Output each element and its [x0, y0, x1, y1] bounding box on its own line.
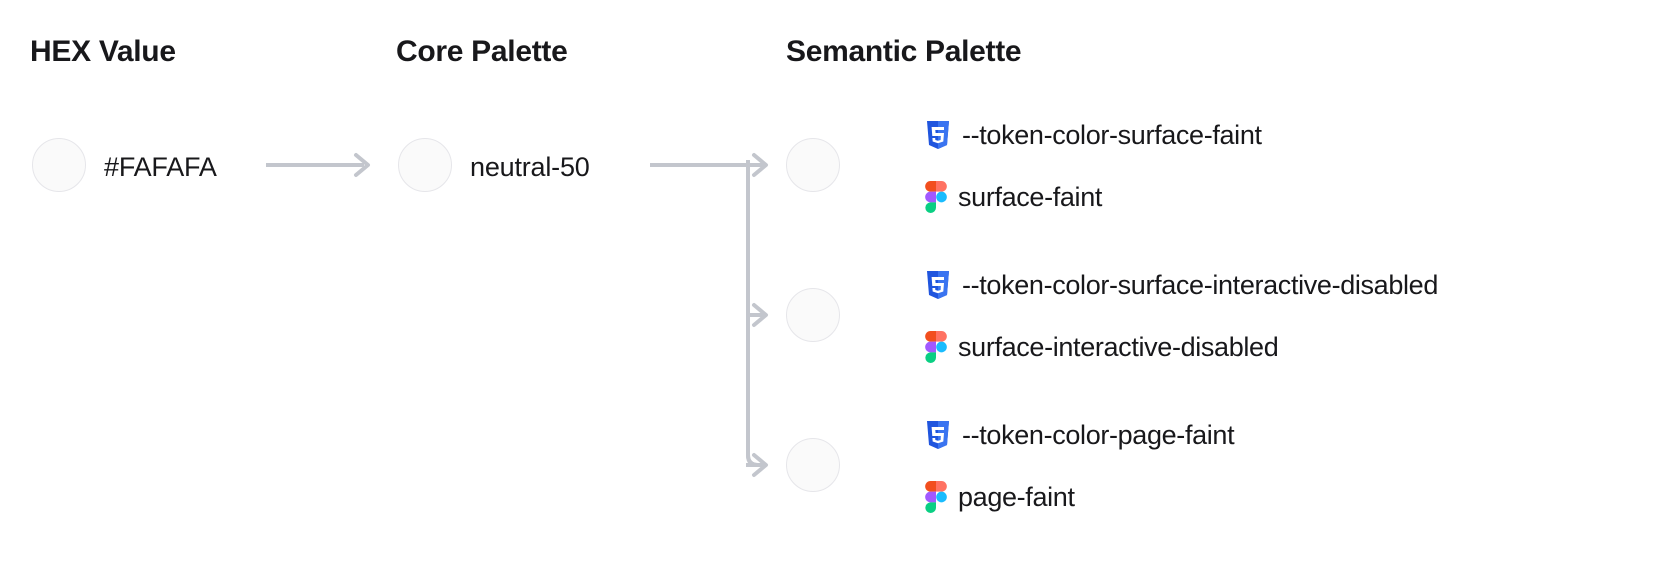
- css3-icon: [927, 271, 949, 299]
- semantic-figma-token-label-3: page-faint: [958, 481, 1075, 512]
- semantic-figma-token-label-2: surface-interactive-disabled: [958, 331, 1279, 362]
- column-heading-hex-value: HEX Value: [30, 35, 176, 68]
- semantic-swatch-surface-faint[interactable]: [786, 138, 840, 192]
- semantic-css-token-label-1: --token-color-surface-faint: [962, 119, 1262, 150]
- semantic-css-token-label-3: --token-color-page-faint: [962, 419, 1235, 450]
- figma-icon: [925, 481, 947, 513]
- figma-icon: [925, 331, 947, 363]
- branch-trunk: [746, 165, 760, 467]
- semantic-swatch-surface-interactive-disabled[interactable]: [786, 288, 840, 342]
- column-heading-core-palette: Core Palette: [396, 35, 568, 68]
- figma-icon: [925, 181, 947, 213]
- core-value-label: neutral-50: [470, 152, 590, 182]
- semantic-swatch-page-faint[interactable]: [786, 438, 840, 492]
- column-heading-semantic-palette: Semantic Palette: [786, 35, 1022, 68]
- semantic-css-token-label-2: --token-color-surface-interactive-disabl…: [962, 269, 1438, 300]
- css3-icon: [927, 121, 949, 149]
- semantic-figma-token-row-2[interactable]: surface-interactive-disabled: [925, 331, 1279, 363]
- branch-trunk-main: [746, 160, 760, 467]
- semantic-figma-token-row-3[interactable]: page-faint: [925, 481, 1075, 513]
- semantic-figma-token-label-1: surface-faint: [958, 181, 1103, 212]
- semantic-figma-token-row-1[interactable]: surface-faint: [925, 181, 1102, 213]
- hex-value-label: #FAFAFA: [104, 152, 217, 182]
- semantic-css-token-row-3[interactable]: --token-color-page-faint: [925, 419, 1235, 450]
- css3-icon: [927, 421, 949, 449]
- semantic-css-token-row-2[interactable]: --token-color-surface-interactive-disabl…: [925, 270, 1438, 300]
- arrow-hex-to-core-head: [354, 153, 370, 177]
- branch-3-arrow-head: [752, 453, 768, 477]
- branch-2-arrow-head: [752, 303, 768, 327]
- hex-swatch[interactable]: [32, 138, 86, 192]
- branch-1-arrow-head: [752, 153, 768, 177]
- semantic-css-token-row-1[interactable]: --token-color-surface-faint: [925, 120, 1262, 150]
- core-swatch[interactable]: [398, 138, 452, 192]
